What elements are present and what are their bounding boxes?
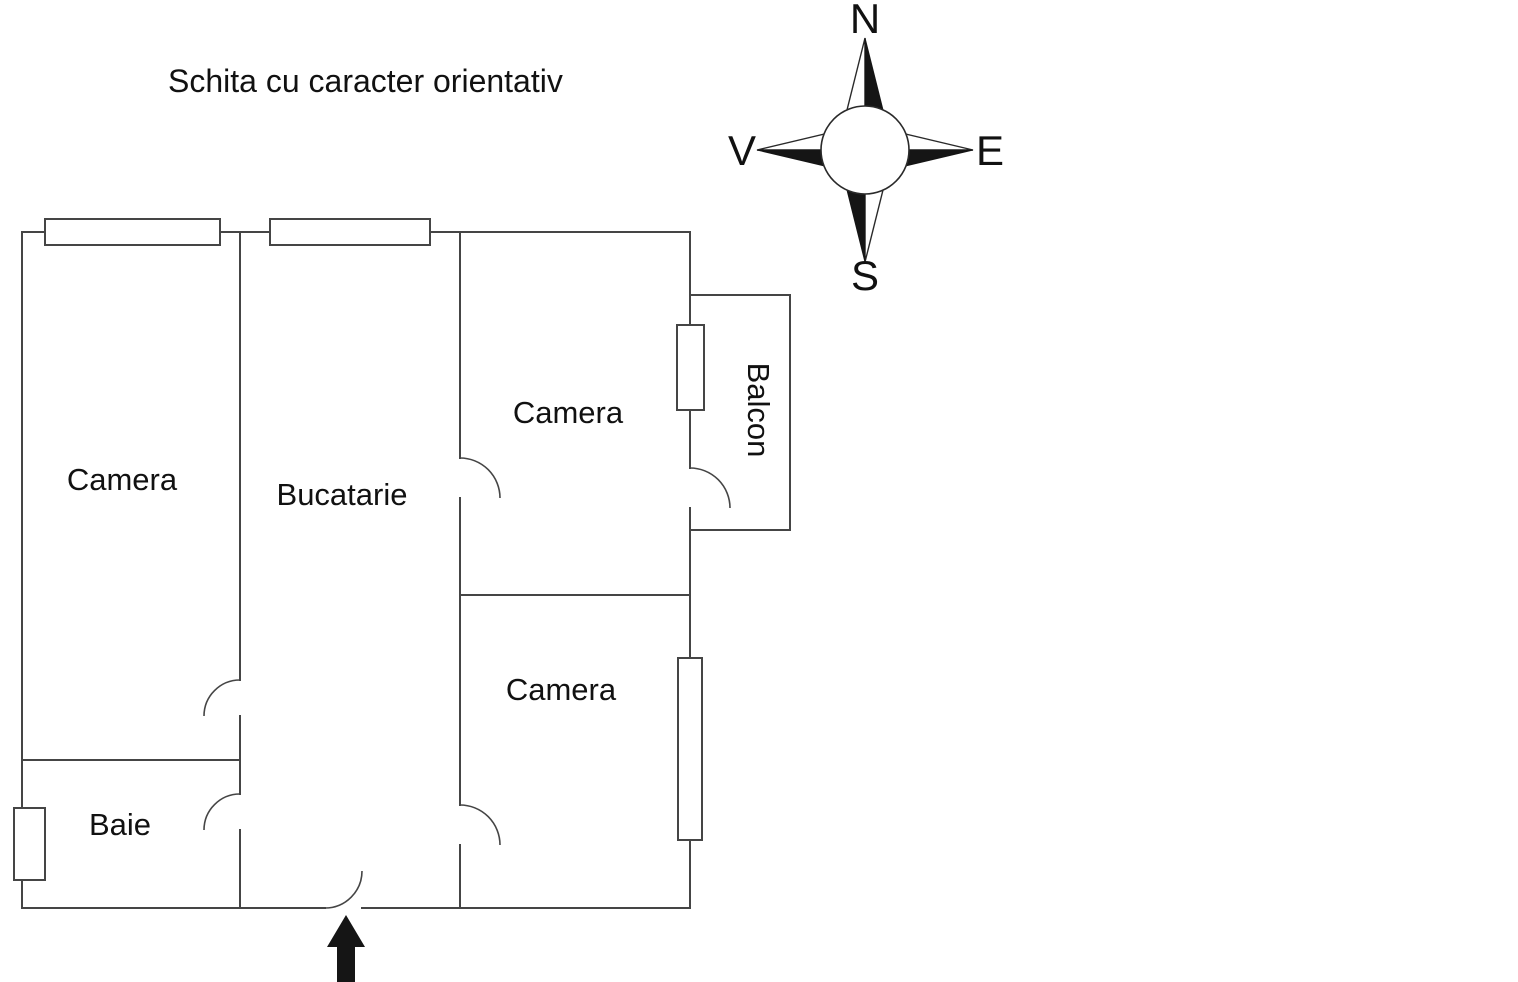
- door-arc-camera-bottom-right: [459, 804, 501, 846]
- compass-label-west: V: [728, 127, 756, 174]
- floorplan-windows: [13, 218, 705, 881]
- room-label-camera-left: Camera: [67, 462, 178, 497]
- window-camera-top-right-east: [676, 324, 705, 411]
- door-arc-balcon: [689, 467, 731, 509]
- compass-circle: [820, 105, 910, 195]
- compass-label-south: S: [851, 252, 879, 299]
- page-title: Schita cu caracter orientativ: [168, 63, 563, 99]
- room-label-camera-bottom-right: Camera: [506, 672, 617, 707]
- compass-label-east: E: [976, 127, 1004, 174]
- room-labels: Camera Bucatarie Camera Balcon Camera Ba…: [67, 363, 776, 842]
- room-label-balcon: Balcon: [741, 363, 776, 458]
- floorplan-doors: [203, 457, 731, 909]
- window-camera-left-north: [44, 218, 221, 246]
- room-label-camera-top-right: Camera: [513, 395, 624, 430]
- room-label-bucatarie: Bucatarie: [277, 477, 408, 512]
- window-bucatarie-north: [269, 218, 431, 246]
- compass-rose: N S E V: [728, 0, 1004, 299]
- window-baie-west: [13, 807, 46, 881]
- compass-label-north: N: [850, 0, 880, 42]
- door-arc-entrance: [324, 870, 363, 909]
- window-camera-bottom-right-east: [677, 657, 703, 841]
- balcony-outline: [689, 294, 791, 531]
- room-label-baie: Baie: [89, 807, 151, 842]
- door-arc-bucatarie: [203, 679, 241, 717]
- door-arc-camera-top-right: [459, 457, 501, 499]
- door-arc-baie: [203, 793, 241, 831]
- entrance-arrow-icon: [327, 915, 365, 982]
